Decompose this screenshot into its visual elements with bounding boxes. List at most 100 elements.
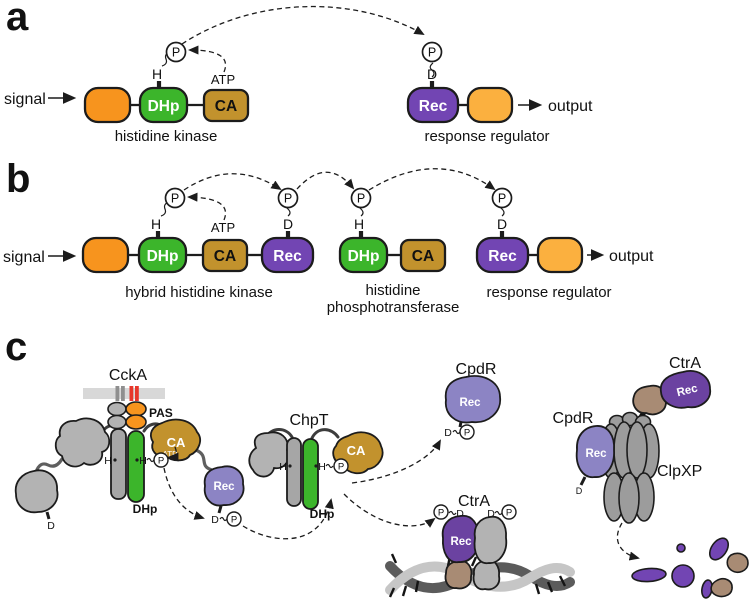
asp-residue-cpdr-right: D (576, 486, 583, 496)
chpt-helix-gray (286, 437, 302, 507)
phosphoryl-p: P (357, 192, 365, 206)
chpt-dhp-label: DHp (310, 507, 335, 521)
ca-label-b2: CA (412, 248, 434, 265)
ca-domain-a (202, 88, 250, 123)
response-regulator-caption-b: response regulator (486, 284, 611, 301)
ccka-ca-label: CA (167, 435, 186, 450)
phosphoryl-p: P (231, 515, 237, 526)
asp-residue-a: D (427, 66, 437, 82)
phosphoryl-circle-a2 (421, 41, 443, 63)
phosphoryl-p: P (338, 462, 344, 473)
atp-to-p-arrow-ccka (168, 446, 179, 462)
asp-residue-b1: D (283, 216, 293, 232)
ca-domain-b2 (399, 238, 447, 273)
connector-loop (310, 428, 340, 440)
phospho-squiggle (494, 510, 503, 516)
chpt-to-ctra-arrow (343, 493, 436, 528)
panel-c: c CckA PAS D DHp CA (5, 325, 749, 599)
rec-to-hpt-arrow (296, 171, 355, 190)
asp-residue-ctra-left: D (456, 508, 464, 520)
phosphoryl-circle-ccka-rec (226, 511, 242, 527)
phosphoryl-circle-b3 (350, 187, 372, 209)
ca-label-b1: CA (214, 248, 236, 265)
ccka-label: CckA (109, 367, 148, 384)
ccka-dimer-blob (54, 417, 111, 468)
cpdr-rec-domain (444, 375, 501, 424)
phosphoryl-p: P (158, 456, 164, 467)
ccka-dhp-helix (127, 430, 145, 503)
tm-helix-gray (121, 386, 125, 401)
phosphoryl-circle-b4 (491, 187, 513, 209)
ccka-ca-domain (149, 418, 201, 462)
output-label-a: output (548, 98, 593, 115)
output-label-b: output (609, 248, 654, 265)
his-dot (135, 458, 139, 462)
rec-label-b1: Rec (273, 248, 302, 265)
asp-residue-cpdr: D (444, 427, 452, 439)
his-residue-chpt-left: H (279, 461, 287, 473)
ccka-rec-unphosphorylated-blob (14, 469, 59, 514)
ctra-rec-right (659, 370, 712, 409)
dhp-label-b2: DHp (348, 248, 380, 265)
cpdr-free: CpdR Rec D P (444, 361, 501, 440)
dhp-label-b1: DHp (147, 248, 179, 265)
output-domain-b (536, 236, 584, 274)
clpxp-label: ClpXP (657, 463, 702, 480)
his-residue-ccka-left: H (104, 455, 112, 467)
ccka-rec-label: Rec (213, 481, 235, 493)
phosphoryl-p: P (498, 192, 506, 206)
p-to-rec-arrow-ccka (163, 467, 205, 520)
pas-domain (125, 401, 147, 417)
phosphoryl-circle-chpt (333, 458, 349, 474)
phosphoryl-circle-b2 (277, 187, 299, 209)
output-domain-a (466, 86, 514, 124)
asp-attach-tick (217, 505, 223, 514)
his-dot (288, 464, 292, 468)
response-regulator-caption-a: response regulator (424, 128, 549, 145)
dhp-to-rec-arrow (183, 173, 282, 191)
ccka-rec-domain (203, 465, 245, 507)
asp-residue-b2: D (497, 216, 507, 232)
atp-to-p-arrow (188, 45, 227, 73)
tm-helix-red (135, 386, 139, 401)
kinase-to-regulator-arrow (181, 5, 425, 45)
signal-label-b: signal (3, 249, 45, 266)
ccka-complex: CckA PAS D DHp CA ATP H (14, 367, 245, 532)
sensor-domain-b (81, 236, 130, 274)
hpt-caption-line2: phosphotransferase (327, 299, 460, 316)
dhp-label-a: DHp (148, 98, 180, 115)
his-residue-a: H (152, 66, 162, 82)
asp-residue-ccka-rec: D (211, 514, 219, 526)
tm-helix-gray (115, 386, 120, 401)
panel-b: b signal DHp CA Rec hybrid histidine kin… (3, 157, 654, 316)
ctra-rec-label-right: Rec (676, 382, 700, 399)
ctra-rec-label: Rec (450, 536, 472, 548)
phospho-squiggle (219, 516, 228, 522)
phosphoryl-p: P (464, 428, 470, 439)
phospho-squiggle (325, 463, 334, 469)
phosphoryl-circle-ccka (153, 452, 169, 468)
clpxp-complex: CtrA CpdR Rec ClpXP Rec D (553, 355, 749, 599)
chpt-to-cpdr-arrow (351, 439, 441, 484)
signal-label-a: signal (4, 91, 46, 108)
pas-lobe-gray (107, 401, 127, 417)
phospho-squiggle (448, 510, 457, 516)
phosphoryl-circle-ctra-left (433, 504, 449, 520)
cpdr-rec-label-right: Rec (585, 448, 607, 460)
asp-attach-tick (45, 511, 51, 520)
panel-c-letter: c (5, 325, 27, 369)
ctra-dbd-brown (444, 560, 473, 590)
hybrid-kinase-caption: hybrid histidine kinase (125, 284, 273, 301)
phosphoryl-p: P (438, 508, 444, 519)
pas-label: PAS (149, 406, 173, 420)
ccka-dhp-label: DHp (133, 502, 158, 516)
rec-label-b2: Rec (488, 248, 517, 265)
phospho-squiggle (452, 429, 461, 435)
pas-domain (125, 414, 147, 430)
ccka-helix-gray (110, 428, 127, 500)
dna-base-ticks (388, 553, 567, 598)
disordered-linker (34, 457, 64, 474)
asp-attach-tick (579, 476, 587, 486)
